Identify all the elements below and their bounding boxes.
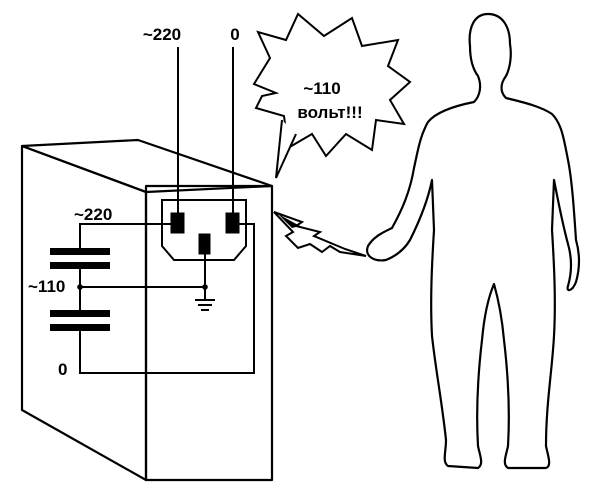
callout-line-2: вольт!!! (297, 103, 362, 122)
junction-dot-ground (202, 284, 208, 290)
speech-burst-tail (275, 119, 297, 179)
pin-ground (198, 233, 211, 255)
computer-case (20, 138, 274, 482)
pin-neutral (225, 212, 240, 234)
label-live-top: ~220 (143, 25, 181, 44)
wire-neutral-to-filter (79, 223, 255, 374)
spark-tip (278, 214, 300, 228)
capacitor-bottom (50, 310, 110, 331)
callout-line-1: ~110 (303, 79, 340, 98)
human-figure (366, 12, 581, 470)
junction-dot-midpoint (77, 284, 83, 290)
lightning-spark-icon (273, 211, 367, 257)
power-inlet-outline (161, 199, 247, 261)
label-mid-left: ~110 (28, 277, 65, 296)
case-top-panel (20, 138, 274, 194)
ground-icon (195, 299, 215, 311)
power-inlet (161, 199, 247, 261)
capacitor-top (50, 248, 110, 269)
label-live-left: ~220 (74, 205, 112, 224)
wire-live-to-filter (79, 223, 172, 248)
label-neutral-top: 0 (230, 25, 239, 44)
case-side-panel (144, 184, 274, 482)
pin-live (170, 212, 185, 234)
label-zero-left: 0 (58, 360, 67, 379)
